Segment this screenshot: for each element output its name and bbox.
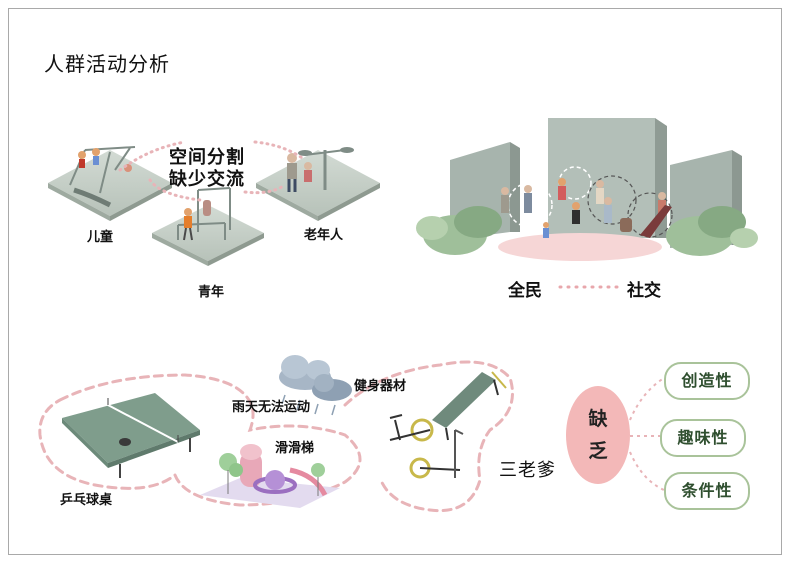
page-title: 人群活动分析 (44, 52, 170, 76)
lack-char-2: 乏 (588, 440, 608, 462)
label-all-people: 全民 (508, 281, 542, 301)
lack-ellipse: 缺 乏 (566, 386, 630, 484)
diagram-frame (8, 8, 782, 555)
space-divided-text: 空间分割 (169, 147, 245, 168)
ping-pong-table (62, 393, 200, 478)
pill-fun: 趣味性 (660, 419, 746, 457)
youth-platform (152, 187, 264, 266)
children-platform (48, 146, 172, 221)
lack-communication-text: 缺少交流 (169, 169, 245, 190)
label-children: 儿童 (87, 230, 114, 245)
slide-playground (200, 444, 340, 508)
label-youth: 青年 (198, 285, 225, 300)
label-rain: 雨天无法运动 (232, 400, 311, 415)
lack-char-1: 缺 (588, 408, 608, 430)
plaza-scene (416, 118, 758, 261)
activity-loop-path (38, 360, 514, 513)
rain-cloud-icon (279, 355, 352, 416)
label-ping-pong: 乒乓球桌 (60, 493, 113, 508)
pill-conditions: 条件性 (664, 472, 750, 510)
label-social: 社交 (627, 281, 661, 301)
fitness-equipment (389, 371, 507, 479)
label-elderly: 老年人 (304, 228, 344, 243)
elderly-platform (256, 147, 380, 221)
label-slide: 滑滑梯 (275, 441, 315, 456)
label-fitness: 健身器材 (354, 379, 407, 394)
pill-creativity: 创造性 (664, 362, 750, 400)
label-three-old-men: 三老爹 (499, 460, 556, 481)
